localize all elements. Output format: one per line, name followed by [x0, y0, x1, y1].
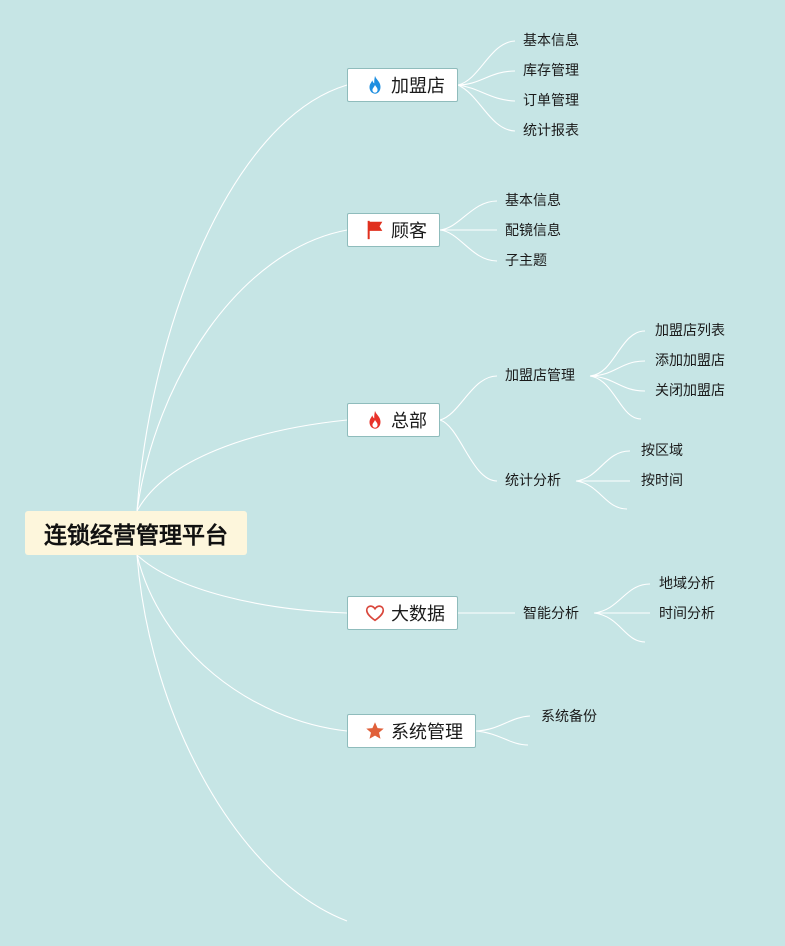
subtopic-dingdan-guanli[interactable]: 订单管理 — [523, 93, 579, 109]
subtopic-peijing-xinxi[interactable]: 配镜信息 — [505, 223, 561, 239]
topic-label: 总部 — [391, 411, 427, 432]
topic-label: 顾客 — [391, 221, 427, 242]
star-icon — [364, 720, 386, 742]
subtopic-jiamengdian-guanli[interactable]: 加盟店管理 — [505, 368, 575, 384]
subtopic-an-shijian[interactable]: 按时间 — [641, 473, 683, 489]
topic-guke[interactable]: 顾客 — [347, 213, 440, 247]
subtopic-zizhuti[interactable]: 子主题 — [505, 253, 547, 269]
subtopic-jiamengdian-liebiao[interactable]: 加盟店列表 — [655, 323, 725, 339]
subtopic-an-quyu[interactable]: 按区域 — [641, 443, 683, 459]
subtopic-jiben-xinxi[interactable]: 基本信息 — [523, 33, 579, 49]
red-flag-icon — [364, 219, 386, 241]
subtopic-xitong-beifen[interactable]: 系统备份 — [541, 709, 597, 725]
subtopic-zhineng-fenxi[interactable]: 智能分析 — [523, 606, 579, 622]
topic-dashuju[interactable]: 大数据 — [347, 596, 458, 630]
topic-zongbu[interactable]: 总部 — [347, 403, 440, 437]
topic-label: 系统管理 — [391, 722, 463, 743]
link-root-dashuju — [136, 554, 348, 614]
link-root-zongbu — [136, 419, 348, 512]
topic-xitongguanli[interactable]: 系统管理 — [347, 714, 476, 748]
subtopic-tianjia-jiamengdian[interactable]: 添加加盟店 — [655, 353, 725, 369]
subtopic-diyu-fenxi[interactable]: 地域分析 — [659, 576, 715, 592]
subtopic-tongji-fenxi[interactable]: 统计分析 — [505, 473, 561, 489]
topic-label: 大数据 — [391, 604, 445, 625]
topic-label: 加盟店 — [391, 76, 445, 97]
root-topic[interactable]: 连锁经营管理平台 — [25, 511, 247, 555]
subtopic-kucun-guanli[interactable]: 库存管理 — [523, 63, 579, 79]
flame-red-icon — [364, 409, 386, 431]
subtopic-jiben-xinxi[interactable]: 基本信息 — [505, 193, 561, 209]
link-root-empty — [136, 554, 348, 922]
link-root-jiamengdian — [136, 84, 348, 512]
flame-blue-icon — [364, 74, 386, 96]
subtopic-shijian-fenxi[interactable]: 时间分析 — [659, 606, 715, 622]
link-root-guke — [136, 229, 348, 512]
topic-jiamengdian[interactable]: 加盟店 — [347, 68, 458, 102]
heart-icon — [364, 602, 386, 624]
subtopic-guanbi-jiamengdian[interactable]: 关闭加盟店 — [655, 383, 725, 399]
link-root-xitong — [136, 554, 348, 732]
subtopic-tongji-baobiao[interactable]: 统计报表 — [523, 123, 579, 139]
